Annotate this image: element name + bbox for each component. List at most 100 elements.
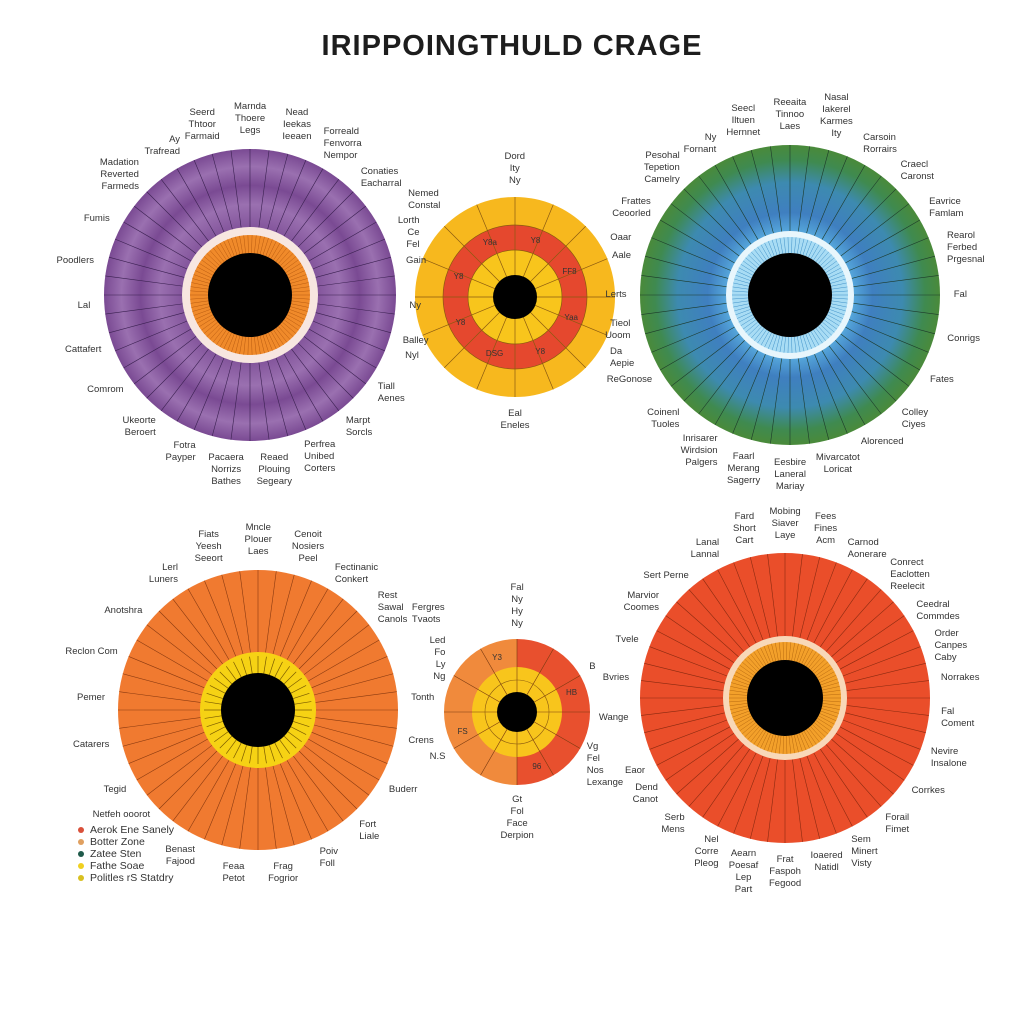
ring-fiber bbox=[190, 286, 209, 290]
ring-fiber bbox=[280, 323, 294, 337]
iris-fiber bbox=[733, 755, 764, 834]
iris-fiber bbox=[275, 357, 307, 431]
ring-fiber bbox=[239, 336, 243, 355]
iris-fiber bbox=[315, 312, 392, 334]
iris-label: Aearn Poesaf Lep Part bbox=[728, 848, 759, 896]
iris-fiber bbox=[317, 303, 395, 315]
pupil bbox=[497, 692, 537, 732]
ring-fiber bbox=[204, 701, 222, 705]
ring-fiber bbox=[831, 290, 848, 293]
iris-fiber bbox=[146, 624, 213, 675]
legend-label: Zatee Sten bbox=[90, 848, 142, 860]
legend-item: Aerok Ene Sanely bbox=[78, 824, 174, 836]
iris-fiber bbox=[211, 360, 233, 437]
iris-fiber bbox=[193, 159, 225, 233]
ring-fiber bbox=[799, 238, 805, 255]
iris-label: B bbox=[589, 661, 596, 673]
ring-fiber bbox=[206, 721, 223, 728]
legend-dot-icon bbox=[78, 875, 84, 881]
iris-label: Lorth Ce Fel bbox=[397, 214, 420, 250]
ring-fiber bbox=[732, 678, 750, 686]
iris-fiber bbox=[105, 275, 183, 287]
iris-label: Led Fo Ly Ng bbox=[429, 635, 446, 683]
iris-label: Fotra Payper bbox=[165, 439, 196, 463]
ring-fiber bbox=[738, 267, 754, 276]
ring-fiber bbox=[760, 647, 769, 664]
ring-fiber bbox=[223, 332, 232, 350]
ring-fiber bbox=[799, 733, 807, 751]
iris-fiber bbox=[750, 557, 771, 638]
iris-label: Ioaered Natidl bbox=[810, 849, 843, 873]
iris-fiber bbox=[641, 680, 724, 691]
ring-fiber bbox=[195, 270, 212, 279]
iris-fiber bbox=[158, 610, 218, 670]
ring-fiber bbox=[287, 677, 302, 689]
ring-fiber bbox=[294, 701, 312, 705]
ring-fiber bbox=[283, 735, 297, 749]
ring-fiber bbox=[822, 689, 841, 693]
iris-fiber bbox=[641, 303, 727, 315]
iris-label: Alorenced bbox=[860, 435, 904, 447]
iris-label: Marvior Coomes bbox=[623, 590, 660, 614]
iris-fiber bbox=[665, 732, 735, 781]
ring-fiber bbox=[812, 658, 826, 672]
ring-fiber bbox=[745, 257, 758, 269]
ring-label: Yaa bbox=[564, 313, 578, 323]
iris-fiber bbox=[267, 360, 289, 437]
legend-label: Fathe Soae bbox=[90, 860, 145, 872]
ring-fiber bbox=[249, 656, 253, 674]
ring-fiber bbox=[732, 300, 749, 304]
iris-fiber bbox=[849, 319, 929, 353]
ring-fiber bbox=[287, 731, 302, 743]
iris-fiber bbox=[258, 150, 270, 228]
iris-fiber bbox=[750, 758, 771, 839]
chart-divider bbox=[476, 317, 507, 390]
iris-fiber bbox=[798, 146, 810, 232]
iris-label: Fal Coment bbox=[941, 706, 975, 730]
chart-divider bbox=[523, 204, 554, 277]
ring-fiber bbox=[797, 237, 801, 254]
ring-fiber bbox=[763, 645, 771, 663]
ring-fiber bbox=[771, 734, 777, 753]
iris-label: Fumis bbox=[83, 212, 110, 224]
ring-fiber bbox=[209, 326, 223, 340]
ring-fiber bbox=[820, 323, 832, 336]
chart-divider bbox=[534, 675, 581, 703]
ring-fiber bbox=[823, 319, 838, 330]
iris-fiber bbox=[845, 712, 926, 733]
iris-fiber bbox=[279, 763, 312, 840]
ring-fiber bbox=[731, 682, 749, 688]
ring-fiber bbox=[771, 334, 778, 351]
ring-fiber bbox=[771, 239, 778, 256]
iris-label: Nasal Iakerel Karmes Ity bbox=[820, 91, 853, 139]
iris-fiber bbox=[688, 744, 745, 807]
ring-fiber bbox=[750, 653, 762, 669]
ring-fiber bbox=[291, 286, 310, 290]
legend-item: Botter Zone bbox=[78, 836, 174, 848]
ring-fiber bbox=[254, 336, 257, 355]
iris-fiber bbox=[846, 705, 929, 716]
ring-fiber bbox=[274, 742, 283, 759]
iris-fiber bbox=[806, 755, 837, 834]
ring-fiber bbox=[744, 658, 758, 672]
ring-fiber bbox=[783, 237, 786, 254]
iris-label: Feaa Petot bbox=[222, 860, 245, 884]
ring-fiber bbox=[830, 278, 846, 284]
ring-fiber bbox=[812, 724, 826, 738]
iris-label: Gain bbox=[406, 255, 427, 267]
ring-fiber bbox=[830, 306, 846, 312]
iris-fiber bbox=[298, 750, 358, 810]
ring-fiber bbox=[791, 237, 793, 254]
iris-fiber bbox=[853, 275, 939, 287]
ring-fiber bbox=[289, 274, 307, 281]
pupil bbox=[747, 660, 823, 736]
iris-label: Benast Fajood bbox=[165, 844, 195, 868]
iris-fiber bbox=[193, 357, 225, 431]
iris-fiber bbox=[293, 598, 344, 665]
ring-fiber bbox=[763, 733, 771, 751]
iris-fiber bbox=[239, 767, 251, 849]
ring-fiber bbox=[275, 327, 288, 343]
iris-fiber bbox=[814, 156, 848, 236]
ring-fiber bbox=[786, 735, 788, 754]
ring-fiber bbox=[796, 644, 803, 662]
